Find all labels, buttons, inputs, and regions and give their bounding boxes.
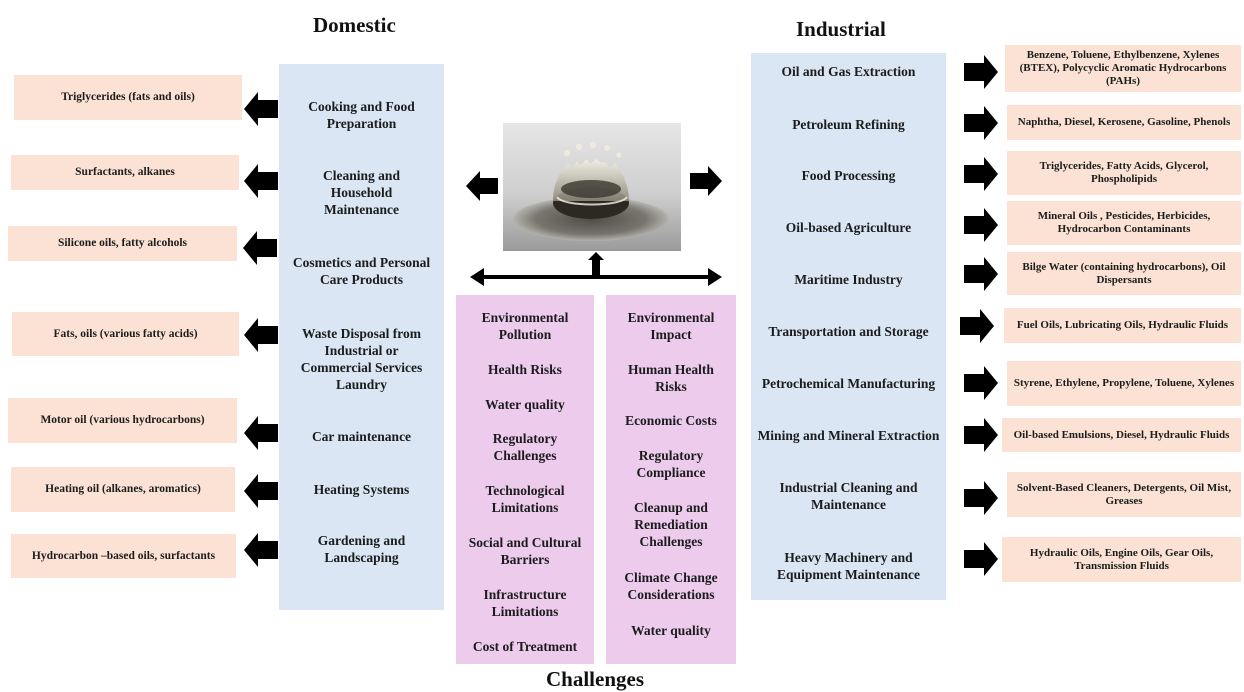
right-arrow-icon (964, 157, 998, 191)
challenge-right-item: Environmental Impact (627, 310, 715, 342)
industrial-source-mining: Mining and Mineral Extraction (757, 428, 940, 443)
challenge-left-item: Health Risks (488, 362, 562, 377)
industrial-source-petrochemical: Petrochemical Manufacturing (761, 376, 936, 391)
domestic-product-box: Heating oil (alkanes, aromatics) (11, 467, 235, 512)
industrial-product-box: Triglycerides, Fatty Acids, Glycerol, Ph… (1007, 151, 1241, 195)
left-arrow-icon (244, 164, 278, 198)
challenge-left-item: Technological Limitations (485, 483, 565, 515)
challenge-right-item: Regulatory Compliance (636, 448, 706, 480)
left-arrow-icon (244, 416, 278, 450)
industrial-source-agriculture: Oil-based Agriculture (785, 220, 912, 235)
challenge-left-item: Environmental Pollution (481, 310, 569, 342)
industrial-source-refining: Petroleum Refining (792, 117, 905, 132)
industrial-product-box: Hydraulic Oils, Engine Oils, Gear Oils, … (1002, 537, 1241, 582)
left-arrow-icon (244, 92, 278, 126)
challenge-left-item: Regulatory Challenges (492, 431, 558, 463)
industrial-source-food: Food Processing (801, 168, 896, 183)
challenge-right-item: Cleanup and Remediation Challenges (634, 500, 708, 549)
right-arrow-icon (964, 481, 998, 515)
challenge-left-item: Cost of Treatment (472, 639, 578, 654)
industrial-source-heavy-machinery: Heavy Machinery and Equipment Maintenanc… (777, 550, 920, 582)
domestic-heading: Domestic (313, 13, 396, 37)
challenges-left-panel (456, 295, 594, 664)
domestic-sources-panel (279, 64, 444, 610)
domestic-source-cooking: Cooking and Food Preparation (308, 99, 415, 131)
industrial-source-oil-gas: Oil and Gas Extraction (781, 64, 916, 79)
industrial-source-cleaning: Industrial Cleaning and Maintenance (779, 480, 918, 512)
challenges-right-panel (606, 295, 736, 664)
industrial-product-box: Bilge Water (containing hydrocarbons), O… (1007, 252, 1241, 295)
industrial-product-box: Fuel Oils, Lubricating Oils, Hydraulic F… (1004, 308, 1241, 343)
industrial-product-box: Styrene, Ethylene, Propylene, Toluene, X… (1007, 361, 1241, 406)
industrial-product-box: Naphtha, Diesel, Kerosene, Gasoline, Phe… (1007, 105, 1241, 140)
left-arrow-icon (466, 171, 498, 201)
domestic-product-box: Surfactants, alkanes (11, 155, 239, 190)
oil-splash-image (503, 123, 681, 251)
left-arrow-icon (244, 318, 278, 352)
domestic-product-box: Fats, oils (various fatty acids) (12, 312, 239, 356)
domestic-source-waste-disposal: Waste Disposal from Industrial or Commer… (300, 326, 423, 392)
right-arrow-icon (964, 257, 998, 291)
domestic-source-car: Car maintenance (311, 429, 412, 444)
industrial-sources-panel (751, 53, 946, 600)
challenge-left-item: Water quality (485, 397, 565, 412)
right-arrow-icon (964, 55, 998, 89)
right-arrow-icon (964, 418, 998, 452)
left-arrow-icon (244, 533, 278, 567)
left-arrow-icon (244, 474, 278, 508)
challenges-heading: Challenges (546, 667, 645, 691)
domestic-product-box: Silicone oils, fatty alcohols (8, 226, 237, 261)
domestic-product-box: Motor oil (various hydrocarbons) (8, 398, 237, 443)
industrial-product-box: Solvent-Based Cleaners, Detergents, Oil … (1007, 472, 1241, 517)
challenge-left-item: Infrastructure Limitations (483, 587, 567, 619)
industrial-source-transport: Transportation and Storage (768, 324, 929, 339)
domestic-product-box: Triglycerides (fats and oils) (14, 75, 242, 120)
industrial-heading: Industrial (796, 17, 886, 41)
challenge-left-item: Social and Cultural Barriers (468, 535, 582, 567)
domestic-source-gardening: Gardening and Landscaping (317, 533, 406, 565)
right-arrow-icon (690, 166, 722, 196)
domestic-source-cleaning: Cleaning and Household Maintenance (323, 168, 400, 217)
industrial-product-box: Mineral Oils , Pesticides, Herbicides, H… (1007, 201, 1241, 245)
right-arrow-icon (964, 542, 998, 576)
right-arrow-icon (960, 309, 994, 343)
industrial-product-box: Oil-based Emulsions, Diesel, Hydraulic F… (1002, 418, 1241, 452)
industrial-source-maritime: Maritime Industry (794, 272, 903, 287)
right-arrow-icon (964, 366, 998, 400)
domestic-product-box: Hydrocarbon –based oils, surfactants (11, 534, 236, 578)
right-arrow-icon (964, 106, 998, 140)
challenge-right-item: Human Health Risks (628, 362, 714, 394)
domestic-source-heating: Heating Systems (313, 482, 410, 497)
challenge-right-item: Water quality (631, 623, 711, 638)
domestic-source-cosmetics: Cosmetics and Personal Care Products (292, 255, 431, 287)
industrial-product-box: Benzene, Toluene, Ethylbenzene, Xylenes … (1005, 45, 1241, 92)
double-arrow-icon (470, 252, 722, 286)
left-arrow-icon (243, 231, 277, 265)
challenge-right-item: Climate Change Considerations (624, 570, 718, 602)
challenge-right-item: Economic Costs (625, 413, 717, 428)
right-arrow-icon (964, 208, 998, 242)
